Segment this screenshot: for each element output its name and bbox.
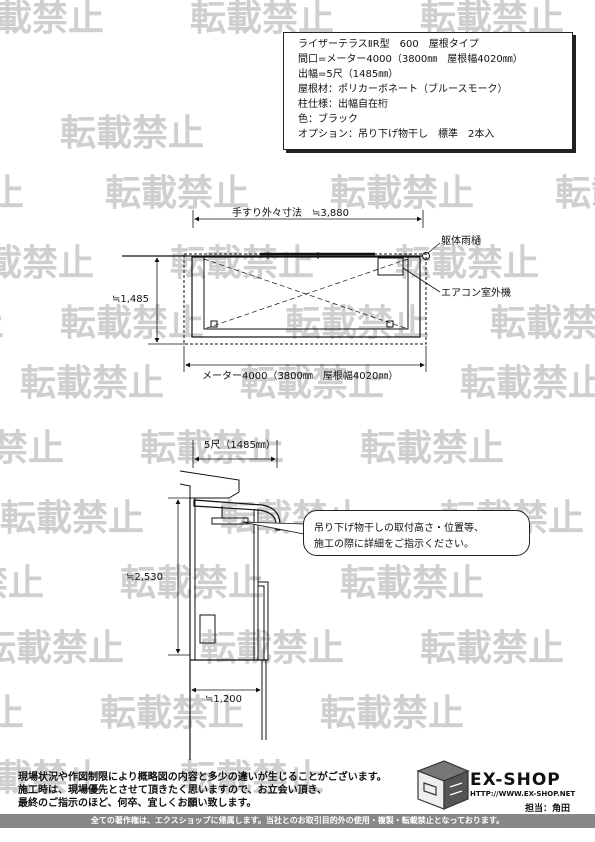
watermark-text: 転載禁止	[140, 428, 284, 469]
house-eave	[179, 470, 240, 499]
callout-line: 吊り下げ物干しの取付高さ・位置等、	[314, 523, 484, 534]
watermark-text: 転載禁止	[0, 243, 94, 284]
gutter-label: 躯体雨樋	[441, 234, 481, 247]
footer-note: 現場状況や作図制限により概略図の内容と多少の違いが生じることがございます。	[18, 772, 387, 783]
spec-line: 屋根材：ポリカーボネート（ブルースモーク）	[298, 84, 508, 95]
spec-line: 色：ブラック	[298, 114, 358, 125]
aircon-unit	[377, 257, 404, 276]
watermark-text: 転載禁止	[0, 303, 4, 344]
callout-pointer	[241, 521, 305, 535]
watermark-text: 転載禁止	[0, 428, 64, 469]
brand-name: EX-SHOP	[470, 770, 561, 790]
watermark-text: 転載禁止	[0, 498, 144, 539]
watermark-text: 転載禁止	[395, 243, 539, 284]
spec-line: ライザーテラスⅡR型 600 屋根タイプ	[298, 39, 479, 50]
watermark-text: 転載禁止	[420, 628, 564, 669]
watermark-text: 転載禁止	[490, 303, 595, 344]
depth-dimension-label: ≒1,485	[112, 294, 149, 305]
footer-notes: 現場状況や作図制限により概略図の内容と多少の違いが生じることがございます。 施工…	[18, 771, 387, 810]
watermark-text: 転載禁止	[60, 113, 204, 154]
aircon-label: エアコン室外機	[441, 286, 511, 299]
deck-outline	[191, 256, 421, 338]
watermark-text: 転載禁止	[200, 628, 344, 669]
footer-note: 最終のご指示のほど、何卒、宜しくお願い致します。	[18, 798, 257, 809]
aircon-unit-section	[199, 614, 216, 644]
projection-dimension-label: 5尺（1485㎜）	[204, 439, 276, 451]
watermark-text: 転載禁止	[360, 428, 504, 469]
aircon-leader	[402, 267, 441, 293]
watermark-text: 転載禁止	[330, 173, 474, 214]
watermark-text: 転載禁止	[120, 563, 264, 604]
watermark-text: 転載禁止	[0, 758, 104, 799]
gutter	[422, 252, 430, 260]
width-dimension-label: メーター4000（3800㎜ 屋根幅4020㎜）	[202, 369, 398, 382]
watermark-text: 転載禁止	[100, 693, 244, 734]
watermark-text: 転載禁止	[340, 563, 484, 604]
ex-shop-logo	[416, 760, 470, 810]
height-dimension-label: ≒2,530	[126, 572, 163, 583]
watermark-text: 転載禁止	[60, 303, 204, 344]
staff-label: 担当：角田	[525, 804, 571, 814]
watermark-text: 転載禁止	[240, 363, 384, 404]
roof-outline	[183, 253, 427, 345]
watermark-text: 転載禁止	[105, 173, 249, 214]
callout-line: 施工の際に詳細をご指示ください。	[314, 539, 474, 550]
watermark-text: 転載禁止	[0, 0, 104, 39]
gutter-leader	[427, 242, 441, 254]
callout-box: 吊り下げ物干しの取付高さ・位置等、 施工の際に詳細をご指示ください。	[303, 510, 530, 556]
copyright-bar: 全ての著作権は、エクスショップに帰属します。当社とのお取引目的外の使用・複製・転…	[0, 814, 595, 828]
watermark-text: 転載禁止	[460, 363, 595, 404]
floor-dimension-label: ≒1,200	[205, 694, 242, 705]
brand-url: HTTP://WWW.EX-SHOP.NET	[470, 790, 576, 798]
handrail-dimension-label: 手すり外々寸法 ≒3,880	[232, 206, 349, 219]
footer-note: 施工時は、現場優先とさせて頂きたく思いますので、お立会い頂き、	[18, 785, 327, 796]
watermark-text: 転載禁止	[0, 628, 124, 669]
spec-box: ライザーテラスⅡR型 600 屋根タイプ 間口=メーター4000（3800㎜ 屋…	[283, 32, 573, 150]
spec-line: 出幅=5尺（1485㎜）	[298, 69, 399, 80]
clothes-rod	[211, 517, 249, 525]
watermark-text: 転載禁止	[0, 693, 24, 734]
copyright-text: 全ての著作権は、エクスショップに帰属します。当社とのお取引目的外の使用・複製・転…	[90, 816, 505, 825]
deck-handrail	[258, 581, 269, 661]
cube-icon	[416, 760, 470, 810]
watermark-text: 転載禁止	[320, 693, 464, 734]
spec-line: オプション：吊り下げ物干し 標準 2本入	[298, 129, 495, 140]
terrace-roof	[193, 499, 281, 531]
deck-inner	[203, 256, 409, 330]
watermark-text: 転載禁止	[0, 563, 44, 604]
plan-view	[122, 210, 441, 372]
post	[386, 320, 394, 328]
watermark-text: 転載禁止	[170, 243, 314, 284]
watermark-text: 転載禁止	[180, 758, 324, 799]
spec-line: 柱仕様：出幅自在桁	[298, 99, 388, 110]
spec-line: 間口=メーター4000（3800㎜ 屋根幅4020㎜）	[298, 54, 523, 65]
section-view	[168, 440, 305, 760]
watermark-text: 転載禁止	[20, 363, 164, 404]
watermark-text: 転載禁止	[555, 173, 595, 214]
watermark-text: 転載禁止	[0, 173, 24, 214]
post	[210, 320, 218, 328]
